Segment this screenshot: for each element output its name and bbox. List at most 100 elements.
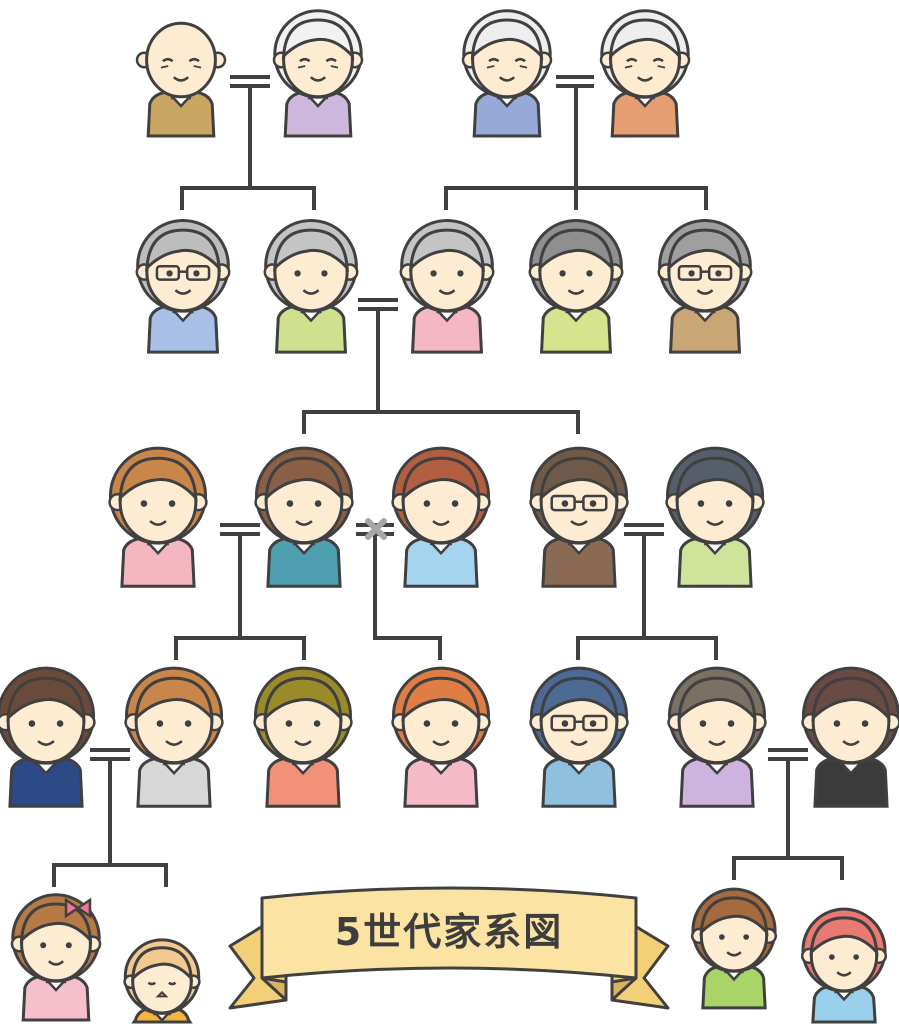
person-g4-man-2 bbox=[253, 666, 353, 808]
hair-fringe bbox=[675, 456, 755, 502]
glasses-icon bbox=[185, 264, 211, 281]
hair-bow-icon bbox=[64, 897, 92, 919]
glasses-icon bbox=[582, 494, 608, 512]
eyes bbox=[488, 57, 526, 63]
eye bbox=[140, 500, 148, 507]
mouth bbox=[836, 971, 852, 977]
eye bbox=[321, 270, 328, 277]
hair-fringe bbox=[809, 916, 879, 957]
hair-fringe bbox=[409, 228, 485, 273]
eye bbox=[457, 270, 464, 277]
eye bbox=[559, 270, 566, 277]
eye bbox=[56, 720, 64, 727]
people-layer bbox=[0, 9, 899, 1024]
person-g4-man-3 bbox=[529, 666, 629, 808]
eye bbox=[586, 270, 593, 277]
mouth bbox=[172, 76, 190, 82]
mouth bbox=[302, 289, 320, 295]
mouth bbox=[432, 740, 450, 746]
eye bbox=[286, 500, 294, 507]
person-g1-grandfather-b bbox=[461, 9, 553, 138]
eyes bbox=[626, 57, 664, 63]
eye bbox=[285, 720, 293, 727]
descent-line bbox=[302, 307, 580, 434]
person-g5-boy-2 bbox=[800, 907, 888, 1024]
mouth bbox=[432, 520, 450, 526]
person-g3-woman-3 bbox=[665, 446, 765, 588]
person-g1-grandmother-b bbox=[599, 9, 691, 138]
descent-line bbox=[52, 757, 168, 887]
eye bbox=[725, 500, 733, 507]
glasses-icon bbox=[155, 264, 181, 281]
wrinkles bbox=[486, 65, 528, 69]
person-g3-woman-1 bbox=[108, 446, 208, 588]
person-g2-woman-2 bbox=[528, 218, 624, 354]
person-g5-boy-1 bbox=[690, 887, 778, 1010]
mouth bbox=[294, 740, 312, 746]
person-g4-woman-3 bbox=[667, 666, 767, 808]
eye bbox=[156, 720, 164, 727]
hair-fringe bbox=[401, 456, 481, 502]
mouth bbox=[174, 289, 192, 295]
divorce-mark-icon bbox=[365, 518, 387, 540]
mouth bbox=[570, 740, 588, 746]
person-g2-man-2 bbox=[263, 218, 359, 354]
person-g3-man-1 bbox=[254, 446, 354, 588]
mouth bbox=[708, 740, 726, 746]
hair-fringe bbox=[538, 228, 614, 273]
hair-fringe bbox=[470, 18, 544, 61]
eye bbox=[828, 954, 835, 960]
eye bbox=[699, 720, 707, 727]
eye bbox=[451, 720, 459, 727]
person-g3-man-2 bbox=[529, 446, 629, 588]
eye bbox=[40, 942, 47, 949]
eye bbox=[589, 720, 597, 727]
descent-line bbox=[180, 84, 316, 210]
mouth bbox=[37, 740, 55, 746]
eye bbox=[423, 720, 431, 727]
glasses-icon bbox=[582, 714, 608, 732]
eye bbox=[561, 500, 569, 507]
mouth bbox=[570, 520, 588, 526]
eye bbox=[313, 720, 321, 727]
hair-fringe bbox=[539, 456, 619, 502]
person-g5-baby bbox=[123, 938, 201, 1024]
hair-fringe bbox=[19, 902, 93, 945]
mouth bbox=[149, 520, 167, 526]
mouth bbox=[295, 520, 313, 526]
tree-connectors bbox=[52, 75, 844, 887]
hair-fringe bbox=[699, 896, 769, 937]
wrinkles bbox=[624, 65, 666, 69]
hair-fringe bbox=[6, 676, 86, 722]
eye bbox=[715, 270, 722, 277]
person-g4-man-4 bbox=[801, 666, 899, 808]
hair-fringe bbox=[281, 18, 355, 61]
hair-fringe bbox=[145, 228, 221, 273]
mouth bbox=[706, 520, 724, 526]
person-g4-man-1 bbox=[0, 666, 96, 808]
mouth bbox=[309, 76, 327, 82]
eye bbox=[743, 934, 750, 940]
descent-line bbox=[444, 84, 708, 210]
eye bbox=[718, 934, 725, 940]
hair-fringe bbox=[667, 228, 743, 273]
eye bbox=[688, 270, 695, 277]
descent-line bbox=[732, 757, 844, 880]
person-g5-girl bbox=[10, 893, 102, 1022]
eye bbox=[833, 720, 841, 727]
eye bbox=[28, 720, 36, 727]
eye bbox=[697, 500, 705, 507]
eye bbox=[423, 500, 431, 507]
eye bbox=[561, 720, 569, 727]
person-g4-woman-1 bbox=[124, 666, 224, 808]
wrinkles bbox=[297, 65, 339, 69]
person-g2-man-1 bbox=[135, 218, 231, 354]
person-g4-woman-2 bbox=[391, 666, 491, 808]
eye bbox=[430, 270, 437, 277]
glasses-icon bbox=[550, 494, 576, 512]
mouth bbox=[696, 289, 714, 295]
eye bbox=[861, 720, 869, 727]
eye bbox=[168, 500, 176, 507]
